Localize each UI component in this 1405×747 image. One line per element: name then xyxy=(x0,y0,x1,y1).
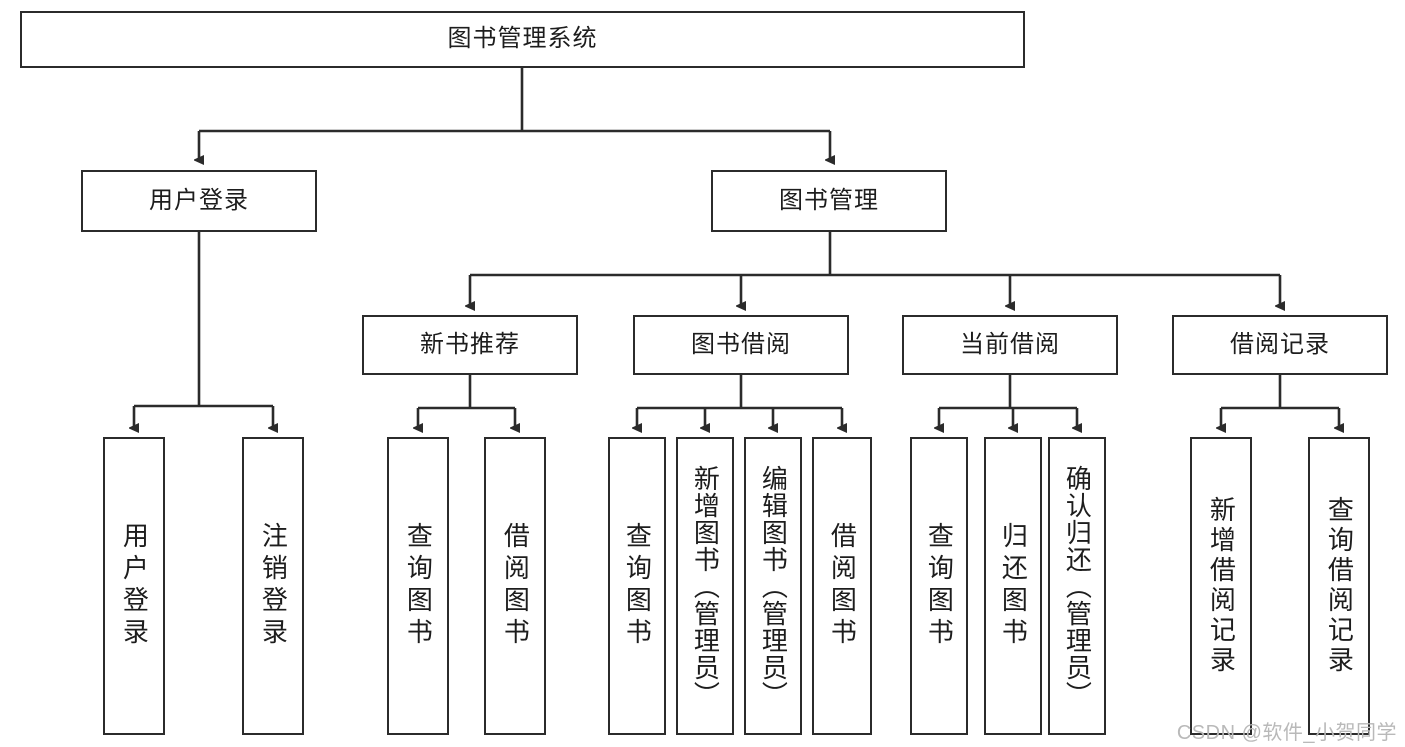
node-label: 查询借阅记录 xyxy=(1324,496,1355,676)
node-label: 用户登录 xyxy=(149,186,249,214)
node-label: 新书推荐 xyxy=(420,330,520,358)
node-borrow-records[interactable]: 借阅记录 xyxy=(1172,315,1388,375)
leaf-add-book-admin[interactable]: 新增图书（管理员） xyxy=(676,437,734,735)
leaf-edit-book-admin[interactable]: 编辑图书（管理员） xyxy=(744,437,802,735)
node-label: 用户登录 xyxy=(119,522,150,650)
leaf-query-book-current[interactable]: 查询图书 xyxy=(910,437,968,735)
node-label: 编辑图书（管理员） xyxy=(758,464,789,708)
leaf-return-book[interactable]: 归还图书 xyxy=(984,437,1042,735)
node-label: 借阅图书 xyxy=(500,522,531,650)
node-new-book-recommend[interactable]: 新书推荐 xyxy=(362,315,578,375)
node-label: 当前借阅 xyxy=(960,330,1060,358)
node-label: 图书借阅 xyxy=(691,330,791,358)
node-label: 查询图书 xyxy=(403,522,434,650)
leaf-confirm-return-admin[interactable]: 确认归还（管理员） xyxy=(1048,437,1106,735)
node-root-system[interactable]: 图书管理系统 xyxy=(20,11,1025,68)
leaf-borrow-book[interactable]: 借阅图书 xyxy=(812,437,872,735)
node-book-management[interactable]: 图书管理 xyxy=(711,170,947,232)
node-user-login[interactable]: 用户登录 xyxy=(81,170,317,232)
leaf-query-book-recommend[interactable]: 查询图书 xyxy=(387,437,449,735)
leaf-query-borrow-record[interactable]: 查询借阅记录 xyxy=(1308,437,1370,735)
node-current-borrow[interactable]: 当前借阅 xyxy=(902,315,1118,375)
node-label: 查询图书 xyxy=(622,522,653,650)
node-label: 图书管理系统 xyxy=(447,25,598,53)
node-label: 图书管理 xyxy=(779,186,879,214)
node-book-borrow[interactable]: 图书借阅 xyxy=(633,315,849,375)
node-label: 新增图书（管理员） xyxy=(690,464,721,708)
node-label: 确认归还（管理员） xyxy=(1062,464,1093,708)
leaf-add-borrow-record[interactable]: 新增借阅记录 xyxy=(1190,437,1252,735)
node-label: 查询图书 xyxy=(924,522,955,650)
node-label: 新增借阅记录 xyxy=(1206,496,1237,676)
leaf-user-login[interactable]: 用户登录 xyxy=(103,437,165,735)
node-label: 注销登录 xyxy=(258,522,289,650)
node-label: 借阅图书 xyxy=(827,522,858,650)
leaf-query-book-borrow[interactable]: 查询图书 xyxy=(608,437,666,735)
leaf-borrow-book-recommend[interactable]: 借阅图书 xyxy=(484,437,546,735)
leaf-logout-login[interactable]: 注销登录 xyxy=(242,437,304,735)
node-label: 借阅记录 xyxy=(1230,330,1330,358)
node-label: 归还图书 xyxy=(998,522,1029,650)
